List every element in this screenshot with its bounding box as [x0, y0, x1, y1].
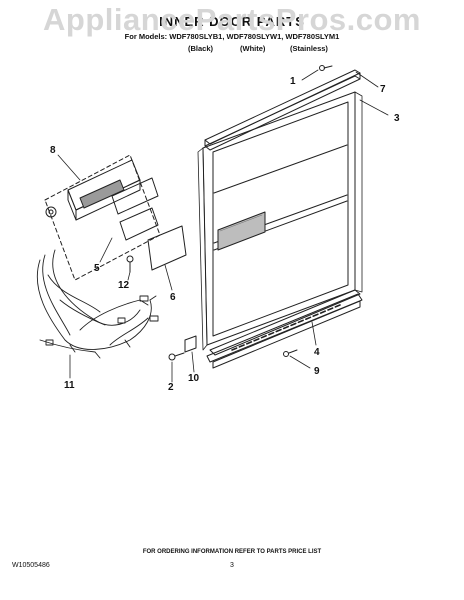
wire-harness	[36, 249, 159, 359]
door-bottom-trim	[206, 289, 363, 369]
callout-1: 1	[290, 76, 296, 87]
callout-2: 2	[168, 382, 174, 393]
control-cover-panel	[147, 225, 187, 271]
callout-12: 12	[118, 280, 130, 291]
callout-8: 8	[50, 145, 56, 156]
model-list: For Models: WDF780SLYB1, WDF780SLYW1, WD…	[124, 32, 340, 41]
ordering-note: FOR ORDERING INFORMATION REFER TO PARTS …	[142, 549, 322, 555]
bracket-10	[184, 335, 197, 353]
inner-door-panel	[197, 91, 363, 351]
callout-9: 9	[314, 366, 320, 377]
document-number: W10505486	[12, 562, 50, 569]
page-title: INNER DOOR PARTS	[159, 14, 305, 29]
detergent-opening	[217, 211, 266, 251]
color-label-black: (Black)	[188, 44, 214, 53]
color-label-stainless: (Stainless)	[290, 44, 328, 53]
callout-11: 11	[64, 380, 75, 391]
page-number: 3	[230, 562, 234, 569]
color-label-white: (White)	[240, 44, 266, 53]
screw-1	[319, 65, 333, 71]
screw-2	[168, 352, 185, 361]
screw-12	[126, 255, 134, 273]
callout-4: 4	[314, 347, 320, 358]
door-top-trim	[204, 69, 361, 151]
callout-3: 3	[394, 113, 400, 124]
screw-9	[283, 349, 298, 357]
callout-7: 7	[380, 84, 386, 95]
callout-5: 5	[94, 263, 100, 274]
watermark: AppliancePartsPros.com	[43, 2, 421, 37]
control-module	[44, 154, 161, 281]
callout-10: 10	[188, 373, 200, 384]
callout-6: 6	[170, 292, 176, 303]
leader-lines	[57, 69, 389, 383]
